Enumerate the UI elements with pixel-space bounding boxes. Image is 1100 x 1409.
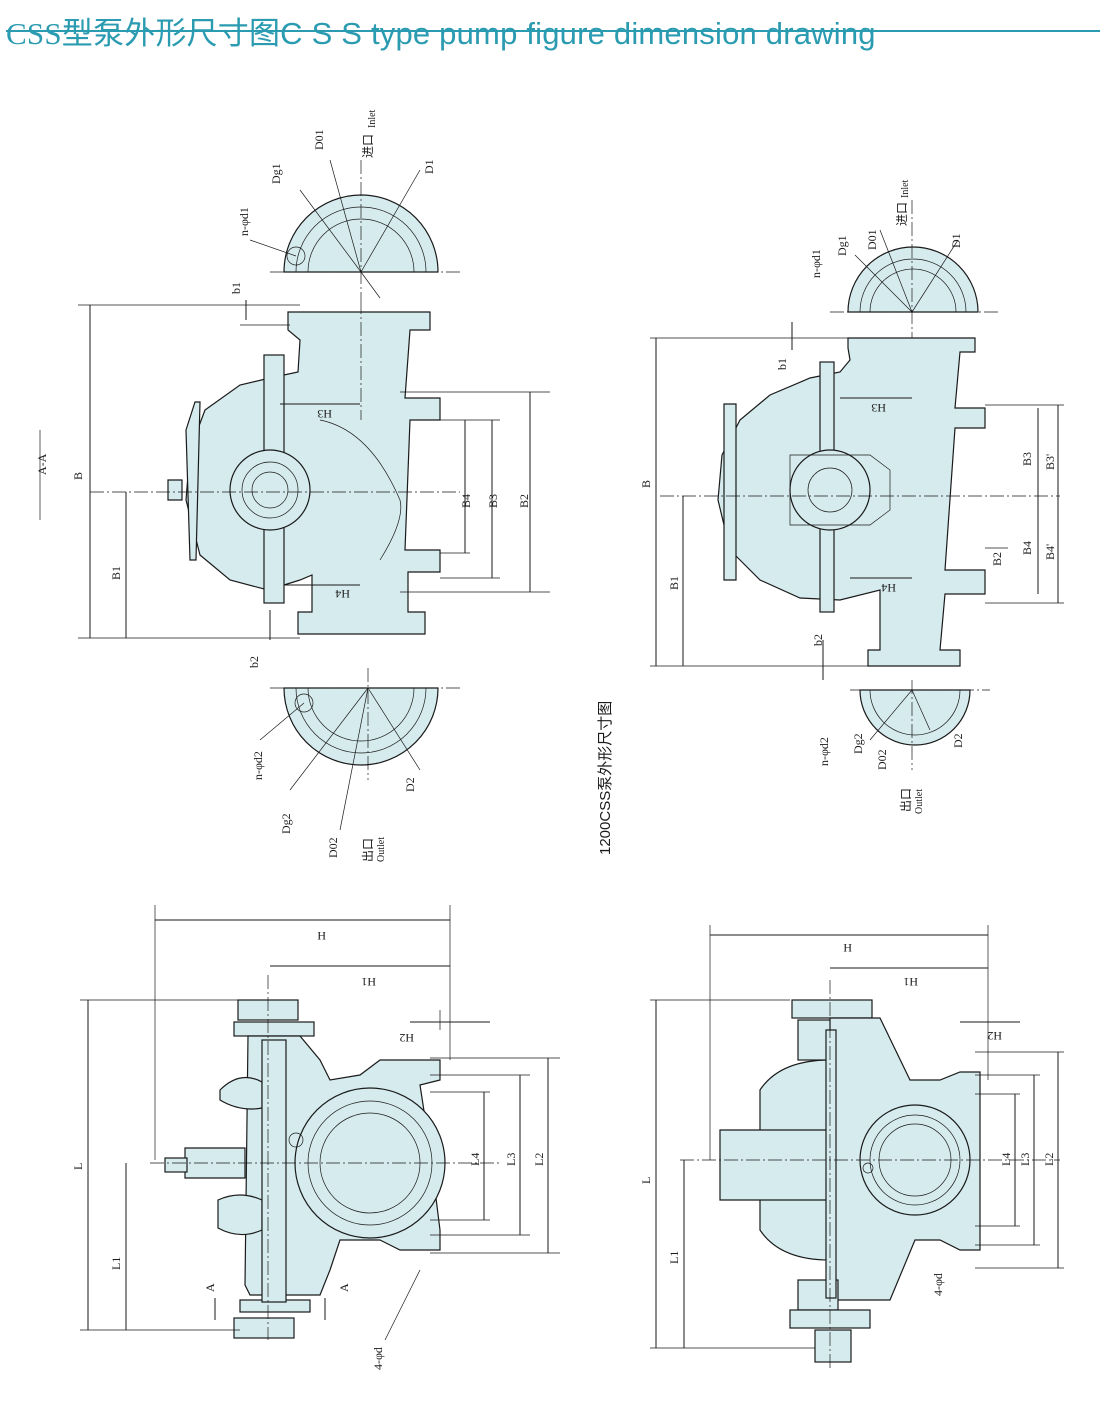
label-outlet-cn-tl: 出口 (361, 838, 375, 862)
outlet-flange-top-left (283, 687, 439, 766)
label-L3-br: L3 (1018, 1153, 1032, 1166)
label-D01-tl: D01 (312, 129, 326, 150)
outlet-flange-top-right (859, 689, 971, 746)
inlet-flange-top-right (847, 246, 979, 313)
label-outlet-cn-tr: 出口 (899, 788, 913, 812)
label-inlet-cn-tl: 进口 (361, 134, 375, 158)
label-H4-tl: H4 (335, 587, 350, 601)
label-H1-bl: H1 (361, 975, 376, 989)
label-b1-tr: b1 (775, 358, 789, 370)
label-4d-br: 4-φd (931, 1273, 945, 1296)
label-B4-tl: B4 (459, 494, 473, 508)
label-L4-bl: L4 (468, 1153, 482, 1166)
caption-1200css: 1200CSS泵外形尺寸图 (597, 701, 614, 855)
label-B2-tl: B2 (517, 494, 531, 508)
label-4d-bl: 4-φd (371, 1347, 385, 1370)
label-A-left: A (203, 1283, 217, 1292)
label-A-A: A-A (35, 453, 49, 475)
label-inlet-cn-tr: 进口 (895, 202, 909, 226)
label-D2-tr: D2 (951, 733, 965, 748)
label-nd1-tr: n-φd1 (809, 249, 823, 278)
view-bottom-left: H H1 H2 L L1 L2 L3 L4 4-φd A A (71, 905, 560, 1370)
label-nd1-tl: n-φd1 (237, 207, 251, 236)
label-L2-br: L2 (1042, 1153, 1056, 1166)
label-inlet-en-tl: Inlet (367, 109, 378, 128)
label-Dg2-tl: Dg2 (279, 813, 293, 834)
view-bottom-right: H H1 H2 L L1 L2 L3 L4 4-φd (639, 925, 1064, 1370)
label-outlet-en-tl: Outlet (376, 837, 387, 862)
title-cn: CSS型泵外形尺寸图 (6, 16, 281, 51)
label-L2-bl: L2 (532, 1153, 546, 1166)
label-nd2-tl: n-φd2 (251, 751, 265, 780)
view-top-right: B B1 B3 B3' B4 B4' B2 b1 b2 H3 H4 n-φd1 … (639, 179, 1064, 814)
label-outlet-en-tr: Outlet (914, 789, 925, 814)
label-B3-tr: B3 (1020, 452, 1034, 466)
label-D1-tr: D1 (949, 233, 963, 248)
label-L-bl: L (71, 1163, 85, 1170)
label-D1-tl: D1 (422, 159, 436, 174)
label-H1-br: H1 (903, 975, 918, 989)
label-L4-br: L4 (999, 1153, 1013, 1166)
label-L-br: L (639, 1177, 653, 1184)
label-Dg1-tr: Dg1 (835, 235, 849, 256)
label-B2-tr: B2 (990, 552, 1004, 566)
label-H-bl: H (317, 929, 326, 943)
label-A-right: A (337, 1283, 351, 1292)
label-B-tl: B (71, 472, 85, 480)
label-L3-bl: L3 (504, 1153, 518, 1166)
view-top-left: A-A B B1 B2 B3 B4 b1 b2 H3 H4 n-φd1 Dg1 … (35, 109, 550, 862)
label-b2-tl: b2 (247, 656, 261, 668)
label-H2-bl: H2 (399, 1031, 414, 1045)
label-H-br: H (843, 941, 852, 955)
page-title: CSS型泵外形尺寸图C S S type pump figure dimensi… (6, 8, 876, 53)
label-H3-tl: H3 (317, 407, 332, 421)
label-B4p-tr: B4' (1043, 544, 1057, 560)
label-H3-tr: H3 (871, 401, 886, 415)
label-B3-tl: B3 (486, 494, 500, 508)
label-B1-tr: B1 (667, 576, 681, 590)
pump-body-top-left (185, 311, 441, 635)
label-b2-tr: b2 (811, 634, 825, 646)
label-H4-tr: H4 (881, 581, 896, 595)
label-B-tr: B (639, 480, 653, 488)
label-L1-bl: L1 (109, 1257, 123, 1270)
label-nd2-tr: n-φd2 (817, 737, 831, 766)
title-en: C S S type pump figure dimension drawing (280, 16, 876, 51)
label-D02-tr: D02 (875, 749, 889, 770)
label-H2-br: H2 (987, 1029, 1002, 1043)
label-D02-tl: D02 (326, 837, 340, 858)
label-Dg1-tl: Dg1 (269, 163, 283, 184)
label-Dg2-tr: Dg2 (851, 733, 865, 754)
split-flange-bottom-left (261, 1039, 287, 1303)
label-b1-tl: b1 (229, 282, 243, 294)
label-B3p-tr: B3' (1043, 454, 1057, 470)
split-flange-bottom-right (825, 1029, 837, 1299)
title-rule (6, 30, 1100, 32)
label-D01-tr: D01 (865, 229, 879, 250)
label-B1-tl: B1 (109, 566, 123, 580)
label-D2-tl: D2 (403, 777, 417, 792)
label-inlet-en-tr: Inlet (900, 179, 911, 198)
label-L1-br: L1 (667, 1251, 681, 1264)
label-B4-tr: B4 (1020, 541, 1034, 555)
